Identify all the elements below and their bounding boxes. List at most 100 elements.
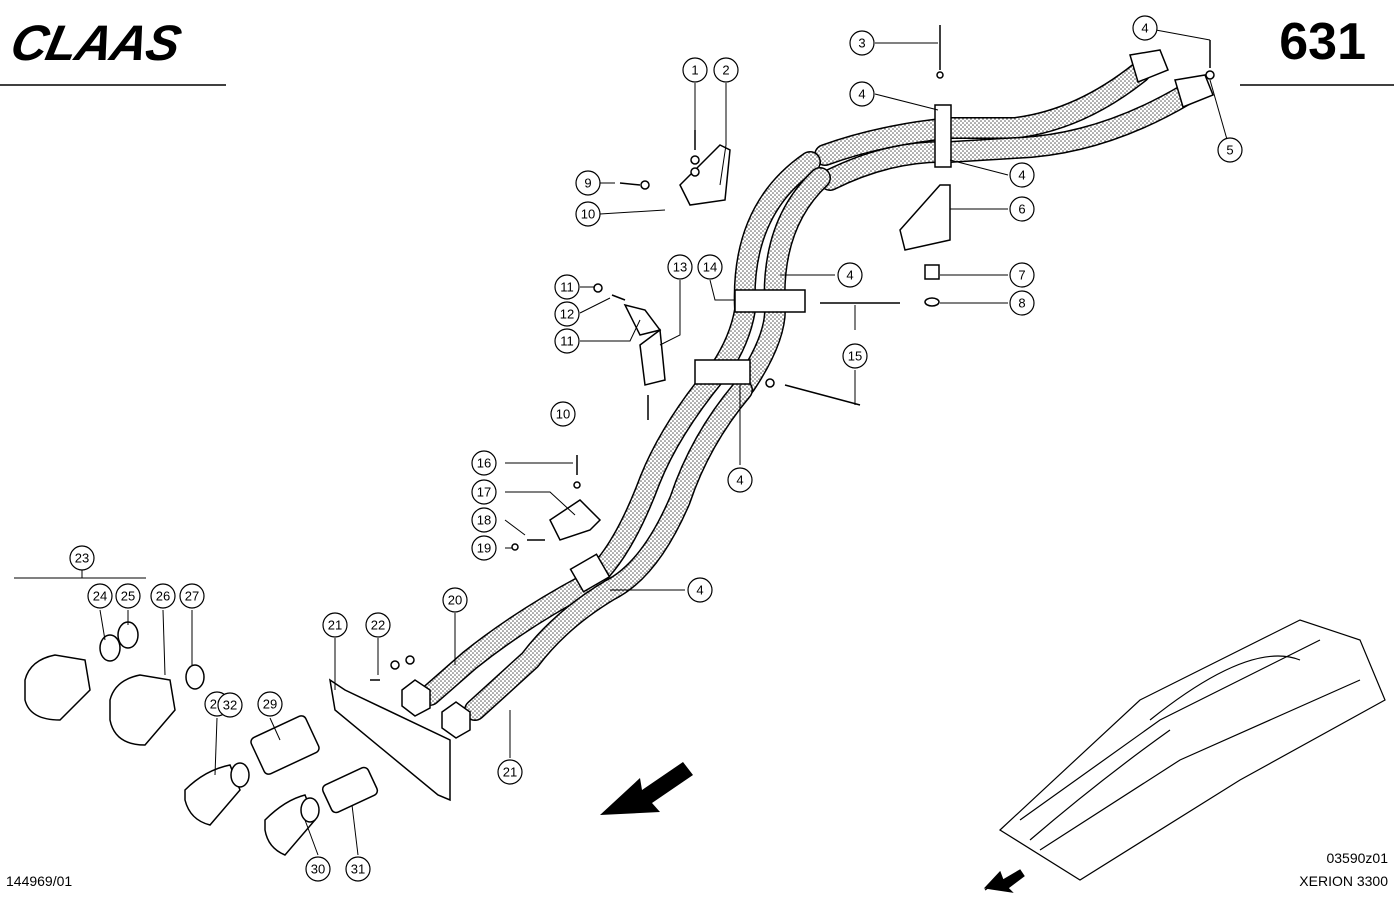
callout-label: 8	[1018, 296, 1025, 311]
callout-29: 29	[257, 691, 283, 717]
doc-number: 144969/01	[6, 873, 73, 889]
callout-label: 9	[584, 176, 591, 191]
callout-17: 17	[471, 479, 497, 505]
callout-23: 23	[69, 545, 95, 571]
callout-32: 32	[217, 692, 243, 718]
callout-12: 12	[554, 301, 580, 327]
callout-20: 20	[442, 587, 468, 613]
callout-label: 4	[858, 87, 865, 102]
callout-label: 13	[673, 260, 687, 275]
image-code: 03590z01	[1326, 850, 1388, 866]
callout-label: 25	[121, 589, 135, 604]
callout-circle	[687, 577, 713, 603]
brackets	[328, 144, 951, 802]
callout-circle	[713, 57, 739, 83]
callout-11: 11	[554, 274, 580, 300]
callout-26: 26	[150, 583, 176, 609]
callout-label: 27	[185, 589, 199, 604]
callout-18: 18	[471, 507, 497, 533]
callout-circle	[1132, 15, 1158, 41]
callout-27: 27	[179, 583, 205, 609]
callout-label: 24	[93, 589, 107, 604]
callout-circle	[365, 612, 391, 638]
callout-circle	[727, 467, 753, 493]
fasteners	[370, 25, 1215, 681]
callout-2: 2	[713, 57, 739, 83]
callout-label: 10	[556, 407, 570, 422]
callout-label: 2	[722, 63, 729, 78]
callout-circle	[575, 201, 601, 227]
hose-lower	[419, 364, 753, 721]
callout-30: 30	[305, 856, 331, 882]
callout-label: 29	[263, 697, 277, 712]
callout-label: 3	[858, 36, 865, 51]
callout-22: 22	[365, 612, 391, 638]
callout-circle	[471, 507, 497, 533]
callout-label: 4	[846, 268, 853, 283]
callout-circle	[1009, 196, 1035, 222]
callout-label: 4	[1018, 168, 1025, 183]
callout-label: 30	[311, 862, 325, 877]
callout-label: 4	[696, 583, 703, 598]
callout-circle	[471, 535, 497, 561]
callout-label: 31	[351, 862, 365, 877]
callout-5: 5	[1217, 137, 1243, 163]
callout-circle	[179, 583, 205, 609]
callout-circle	[115, 583, 141, 609]
callout-label: 21	[503, 765, 517, 780]
callout-circle	[837, 262, 863, 288]
hose-upper-right	[814, 61, 1196, 191]
callout-1: 1	[682, 57, 708, 83]
hose-middle-bend	[709, 151, 831, 396]
callout-label: 1	[691, 63, 698, 78]
callout-6: 6	[1009, 196, 1035, 222]
callout-label: 20	[448, 593, 462, 608]
callout-circle	[442, 587, 468, 613]
callout-label: 10	[581, 207, 595, 222]
callout-label: 32	[223, 698, 237, 713]
callout-circle	[471, 450, 497, 476]
callout-label: 14	[703, 260, 717, 275]
callout-circle	[849, 30, 875, 56]
callout-circle	[1009, 262, 1035, 288]
page-number: 631	[1279, 13, 1366, 71]
callout-circle	[217, 692, 243, 718]
callout-14: 14	[697, 254, 723, 280]
callout-9: 9	[575, 170, 601, 196]
callout-10: 10	[550, 401, 576, 427]
callout-15: 15	[842, 343, 868, 369]
callout-circle	[471, 479, 497, 505]
callout-21: 21	[497, 759, 523, 785]
callout-label: 7	[1018, 268, 1025, 283]
callout-circle	[322, 612, 348, 638]
callout-circle	[305, 856, 331, 882]
callout-circle	[87, 583, 113, 609]
callout-circle	[575, 170, 601, 196]
callout-circle	[1009, 290, 1035, 316]
callout-4: 4	[1009, 162, 1035, 188]
callout-label: 26	[156, 589, 170, 604]
callout-8: 8	[1009, 290, 1035, 316]
callout-11: 11	[554, 328, 580, 354]
machine-overview-inset	[983, 619, 1386, 893]
callout-label: 5	[1226, 143, 1233, 158]
callout-25: 25	[115, 583, 141, 609]
callout-circle	[697, 254, 723, 280]
callout-circle	[345, 856, 371, 882]
callout-4: 4	[837, 262, 863, 288]
callout-4: 4	[687, 577, 713, 603]
callout-19: 19	[471, 535, 497, 561]
callout-circle	[554, 274, 580, 300]
callout-label: 17	[477, 485, 491, 500]
callout-3: 3	[849, 30, 875, 56]
callout-4: 4	[1132, 15, 1158, 41]
callout-circle	[1217, 137, 1243, 163]
callout-21: 21	[322, 612, 348, 638]
callout-4: 4	[849, 81, 875, 107]
hose-fittings	[401, 49, 1214, 739]
callout-label: 22	[371, 618, 385, 633]
callout-24: 24	[87, 583, 113, 609]
callout-label: 18	[477, 513, 491, 528]
